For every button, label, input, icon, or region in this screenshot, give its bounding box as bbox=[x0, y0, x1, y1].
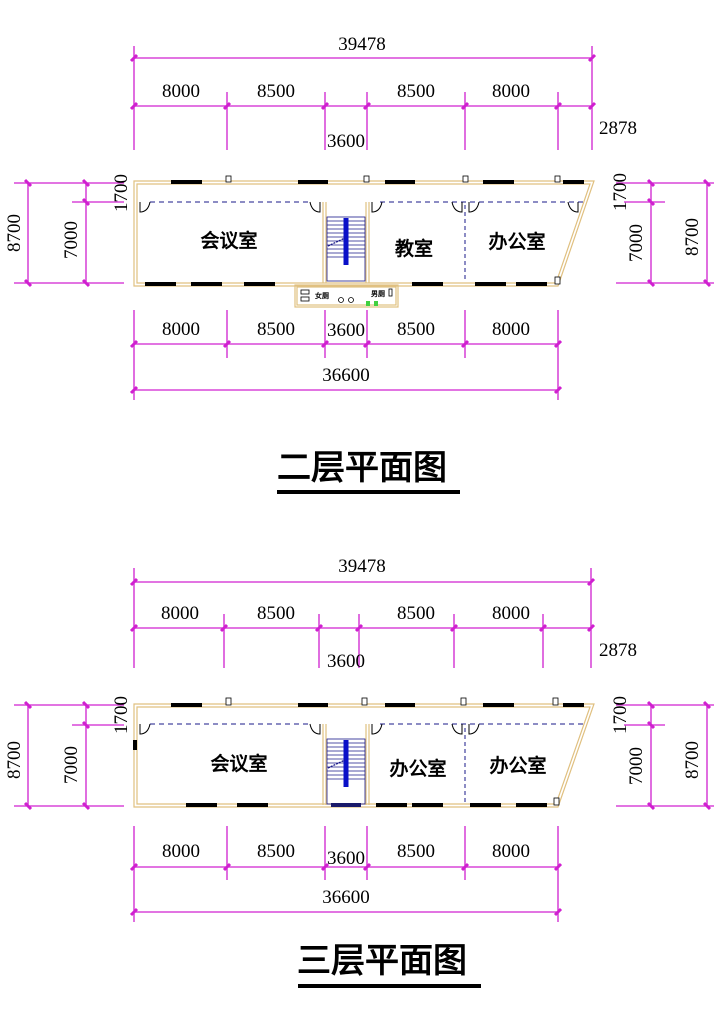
floor3-bottom-dim: 8000 bbox=[162, 841, 200, 862]
floor3-left-inner-dim: 7000 bbox=[61, 746, 82, 784]
floor2-bottom-dim: 3600 bbox=[327, 320, 365, 341]
floor3-room-label: 办公室 bbox=[489, 754, 546, 777]
floor2-top-dim: 8500 bbox=[257, 81, 295, 102]
floor2-walls bbox=[133, 175, 595, 287]
floor3-plan: 39478 8000 8500 8500 8000 3600 2878 8700… bbox=[4, 556, 714, 988]
floor3-top-dim: 8500 bbox=[397, 603, 435, 624]
floor2-top-dimensions: 39478 8000 8500 8500 8000 3600 2878 bbox=[129, 34, 637, 152]
floor2-bottom-total: 36600 bbox=[322, 365, 370, 386]
floor2-top-dim: 8000 bbox=[162, 81, 200, 102]
toilet-men-label: 男厕 bbox=[371, 289, 385, 298]
floor3-bottom-dim: 3600 bbox=[327, 848, 365, 869]
floor2-right-dimensions: 1700 7000 8700 bbox=[610, 173, 714, 288]
floor3-walls bbox=[133, 697, 595, 808]
floor2-left-corridor-dim: 1700 bbox=[111, 174, 132, 212]
floor2-left-dimensions: 8700 7000 1700 bbox=[4, 174, 132, 288]
floor2-toilets: 女厕 男厕 bbox=[294, 284, 399, 308]
floor3-left-corridor-dim: 1700 bbox=[111, 696, 132, 734]
floor3-bottom-dimensions: 8000 8500 3600 8500 8000 36600 bbox=[129, 826, 563, 922]
floor2-plan: 39478 8000 8500 8500 8000 3600 2878 8700… bbox=[4, 34, 714, 494]
floor2-bottom-dimensions: 8000 8500 3600 8500 8000 36600 bbox=[129, 310, 563, 400]
floor2-bottom-dim: 8000 bbox=[492, 319, 530, 340]
floor3-top-dim: 8000 bbox=[161, 603, 199, 624]
floor2-bottom-dim: 8500 bbox=[257, 319, 295, 340]
floor3-right-corridor-dim: 1700 bbox=[610, 696, 631, 734]
floor2-room-label: 会议室 bbox=[200, 229, 257, 252]
floor2-top-dim: 8500 bbox=[397, 81, 435, 102]
floor2-title: 二层平面图 bbox=[277, 448, 447, 488]
floor3-right-inner-dim: 7000 bbox=[626, 747, 647, 785]
floor2-left-outer-dim: 8700 bbox=[4, 214, 25, 252]
floor2-room-label: 教室 bbox=[395, 237, 433, 260]
floor2-top-dim: 8000 bbox=[492, 81, 530, 102]
floor2-top-stair-dim: 3600 bbox=[327, 131, 365, 152]
floor3-bottom-total: 36600 bbox=[322, 887, 370, 908]
floor3-top-dim: 8500 bbox=[257, 603, 295, 624]
floor3-bottom-dim: 8500 bbox=[397, 841, 435, 862]
floor3-top-stair-dim: 3600 bbox=[327, 651, 365, 672]
floor2-bottom-dim: 8000 bbox=[162, 319, 200, 340]
floor2-room-label: 办公室 bbox=[488, 230, 545, 253]
floor3-title: 三层平面图 bbox=[297, 941, 467, 981]
floor2-left-inner-dim: 7000 bbox=[61, 221, 82, 259]
floor3-bottom-dim: 8000 bbox=[492, 841, 530, 862]
toilet-women-label: 女厕 bbox=[315, 291, 329, 300]
floor3-left-outer-dim: 8700 bbox=[4, 741, 25, 779]
floor2-top-offset-dim: 2878 bbox=[599, 118, 637, 139]
floor2-right-corridor-dim: 1700 bbox=[610, 173, 631, 211]
floor2-right-outer-dim: 8700 bbox=[682, 218, 703, 256]
floor3-bottom-dim: 8500 bbox=[257, 841, 295, 862]
floor2-right-inner-dim: 7000 bbox=[626, 224, 647, 262]
floor3-stair bbox=[326, 738, 366, 807]
floor3-top-dim: 8000 bbox=[492, 603, 530, 624]
floor2-top-total: 39478 bbox=[338, 34, 386, 55]
floor2-stair bbox=[326, 216, 366, 282]
floor3-room-label: 办公室 bbox=[389, 757, 446, 780]
floor3-right-outer-dim: 8700 bbox=[682, 741, 703, 779]
floor3-top-dimensions: 39478 8000 8500 8500 8000 3600 2878 bbox=[129, 556, 637, 672]
floor2-bottom-dim: 8500 bbox=[397, 319, 435, 340]
floor3-top-total: 39478 bbox=[338, 556, 386, 577]
floor3-top-offset-dim: 2878 bbox=[599, 640, 637, 661]
floor3-left-dimensions: 8700 7000 1700 bbox=[4, 696, 132, 811]
floor3-room-label: 会议室 bbox=[210, 752, 267, 775]
floor3-right-dimensions: 1700 7000 8700 bbox=[610, 696, 714, 811]
